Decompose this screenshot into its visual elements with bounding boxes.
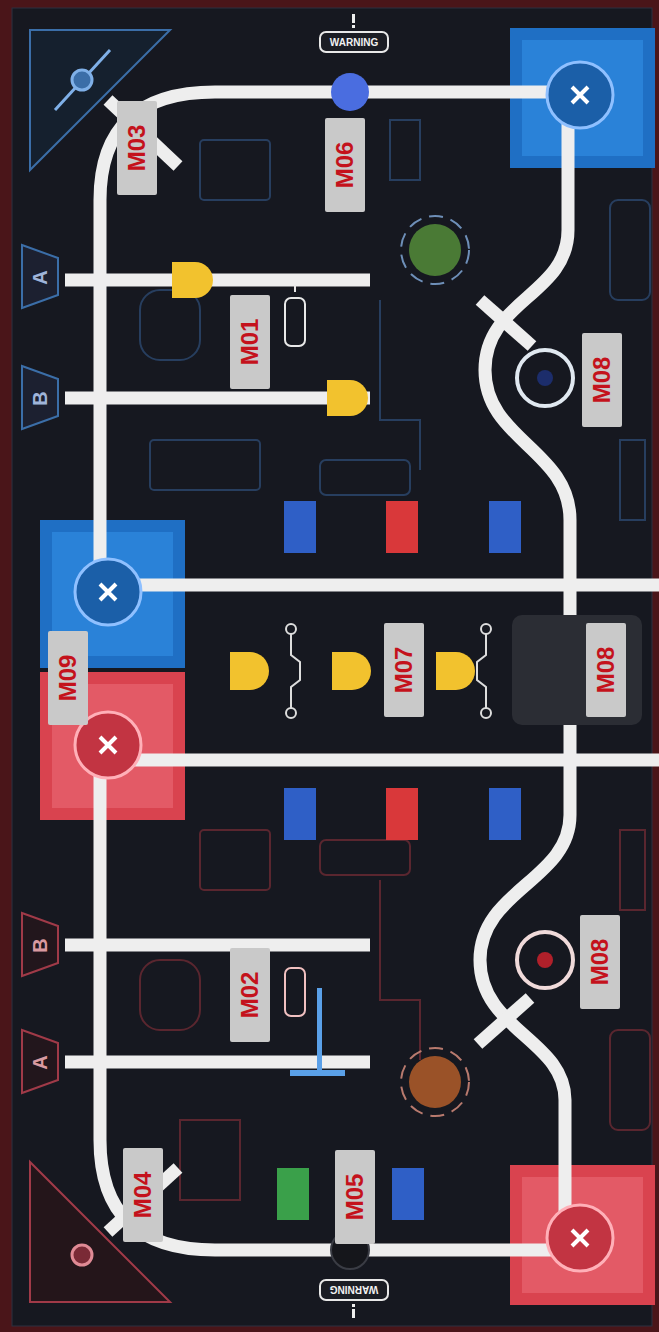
warning-sign: WARNING: [319, 31, 389, 53]
mission-number: M07: [390, 647, 418, 694]
warning-text: WARNING: [330, 37, 378, 48]
mission-number: M06: [331, 142, 359, 189]
mission-tag: M08: [586, 623, 626, 717]
mission-number: M08: [588, 357, 616, 404]
mission-tag: M08: [580, 915, 620, 1009]
warning-text: WARNING: [330, 1285, 378, 1296]
mission-number: M03: [123, 125, 151, 172]
zone-letter: A: [28, 270, 51, 284]
mission-tag: M05: [335, 1150, 375, 1244]
zone-letter: B: [28, 391, 51, 405]
mission-number: M04: [129, 1172, 157, 1219]
mission-tag: M03: [117, 101, 157, 195]
mission-tag: M04: [123, 1148, 163, 1242]
mission-tag: M02: [230, 948, 270, 1042]
mission-number: M08: [586, 939, 614, 986]
mission-number: M08: [592, 647, 620, 694]
mission-number: M02: [236, 972, 264, 1019]
mission-number: M09: [54, 655, 82, 702]
warning-sign: WARNING: [319, 1279, 389, 1301]
zone-letter: B: [28, 938, 51, 952]
mission-tag: M06: [325, 118, 365, 212]
mission-tag: M01: [230, 295, 270, 389]
zone-letter: A: [28, 1055, 51, 1069]
mission-tag: M07: [384, 623, 424, 717]
mission-number: M01: [236, 319, 264, 366]
mission-number: M05: [341, 1174, 369, 1221]
mission-tag: M09: [48, 631, 88, 725]
mission-tag: M08: [582, 333, 622, 427]
